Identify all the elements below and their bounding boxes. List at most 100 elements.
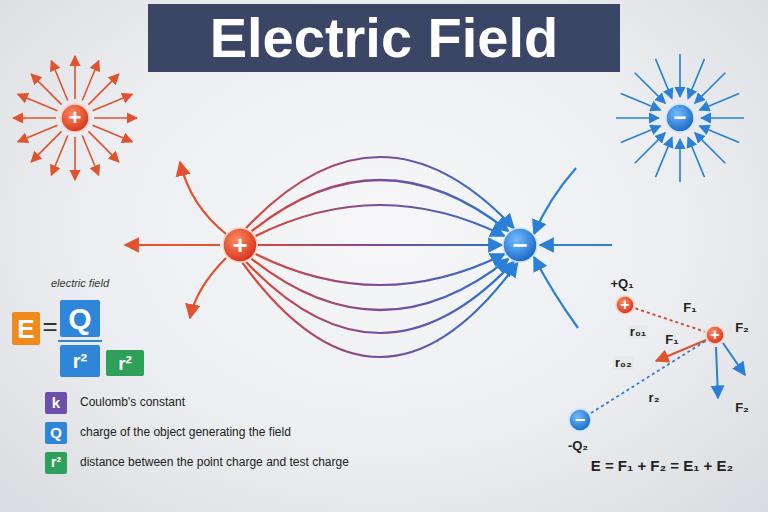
charge-disc	[503, 228, 537, 262]
field-ray	[74, 137, 76, 180]
field-ray	[93, 125, 133, 141]
force-label: F₁	[683, 301, 696, 315]
distance-line	[591, 341, 706, 413]
field-line	[125, 244, 220, 246]
field-ray	[88, 74, 118, 104]
charge-sign: +	[69, 107, 82, 129]
symbol-letter: k	[52, 395, 60, 412]
field-ray	[93, 94, 133, 110]
formula-box: r²	[106, 350, 144, 376]
charge-label: -Q₂	[568, 439, 588, 453]
field-illustration	[58, 162, 745, 398]
charge-sign: r²	[118, 354, 132, 373]
field-line	[534, 257, 578, 328]
charge-sign: Q	[68, 304, 91, 334]
legend-text: Coulomb's constant	[80, 396, 185, 409]
field-line	[534, 168, 576, 234]
distance-label: r₂	[649, 391, 660, 405]
formula-box: r²	[60, 345, 100, 377]
formula-box: E	[12, 312, 40, 345]
charge-sign: r²	[73, 351, 87, 371]
charge-sign: +	[620, 297, 629, 313]
field-ray	[695, 133, 725, 163]
charge-sign: −	[674, 107, 687, 129]
field-line	[252, 180, 509, 231]
charge-circle: +	[615, 295, 635, 315]
field-ray	[18, 125, 58, 141]
force-vector	[656, 340, 706, 361]
fraction-bar	[58, 340, 102, 342]
field-line	[180, 162, 226, 234]
field-ray	[701, 117, 744, 119]
field-ray	[74, 56, 76, 99]
field-line	[258, 244, 502, 246]
field-ray	[51, 61, 67, 101]
charge-disc	[569, 409, 591, 431]
field-line	[246, 157, 514, 228]
field-ray	[621, 126, 661, 142]
charge-circle: +	[60, 103, 90, 133]
caption-label: electric field	[51, 277, 109, 289]
vector-label: r₀₁	[628, 325, 648, 339]
charge-sign: −	[512, 232, 527, 258]
radial-field	[13, 54, 744, 182]
field-line	[190, 258, 226, 318]
field-line	[246, 262, 514, 333]
field-ray	[688, 137, 704, 177]
charge-disc	[223, 228, 257, 262]
field-ray	[51, 136, 67, 176]
symbol-letter: r²	[51, 455, 61, 470]
field-line	[256, 205, 505, 236]
field-ray	[18, 94, 58, 110]
field-ray	[94, 117, 137, 119]
charge-circle: −	[502, 227, 538, 263]
field-ray	[621, 94, 661, 110]
field-ray	[656, 137, 672, 177]
charge-disc	[61, 104, 89, 132]
title-text: Electric Field	[210, 10, 559, 66]
force-label: F₁	[665, 333, 678, 347]
field-line	[243, 263, 518, 357]
charge-circle: −	[665, 103, 695, 133]
charge-circle: +	[705, 325, 725, 345]
equals-sign: =	[42, 312, 57, 341]
charge-sign: +	[710, 327, 719, 343]
charge-disc	[616, 296, 634, 314]
field-ray	[699, 126, 739, 142]
charge-disc	[666, 104, 694, 132]
formula-text: E = F₁ + F₂ = E₁ + E₂	[591, 458, 733, 475]
vector-label: r₀₂	[613, 356, 634, 370]
field-ray	[82, 136, 98, 176]
charge-sign: +	[232, 232, 247, 258]
force-label: F₂	[735, 401, 749, 415]
symbol-letter: Q	[50, 425, 62, 442]
field-ray	[656, 59, 672, 99]
charge-circle: −	[568, 408, 592, 432]
charge-sign: E	[17, 316, 34, 342]
field-ray	[88, 131, 118, 161]
legend-text: charge of the object generating the fiel…	[80, 426, 291, 439]
field-line	[252, 259, 509, 310]
field-ray	[13, 117, 56, 119]
title-band: Electric Field	[148, 4, 620, 72]
field-ray	[695, 73, 725, 103]
field-ray	[679, 139, 681, 182]
field-line	[256, 254, 505, 285]
charge-circle: +	[222, 227, 258, 263]
legend-text: distance between the point charge and te…	[80, 456, 349, 469]
charge-label: +Q₁	[610, 277, 633, 291]
field-ray	[31, 131, 61, 161]
field-ray	[82, 61, 98, 101]
field-ray	[635, 73, 665, 103]
force-vector	[723, 343, 745, 375]
force-label: F₂	[735, 321, 749, 335]
field-line	[540, 244, 612, 246]
field-ray	[679, 54, 681, 97]
force-vector	[716, 347, 718, 398]
formula-box: Q	[60, 300, 100, 337]
charge-disc	[706, 326, 724, 344]
field-ray	[616, 117, 659, 119]
field-ray	[635, 133, 665, 163]
field-ray	[31, 74, 61, 104]
